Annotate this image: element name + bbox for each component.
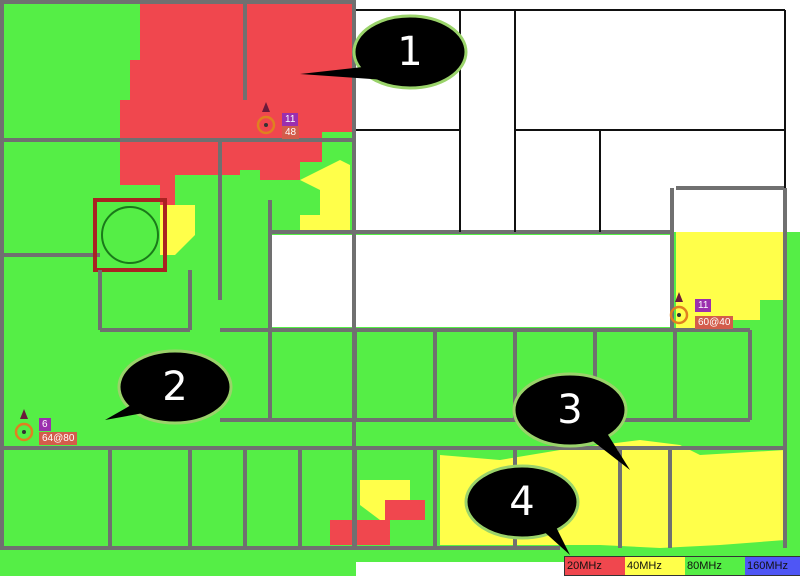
coverage-40mhz-area xyxy=(160,205,195,255)
ap-width-badge: 64@80 xyxy=(39,432,78,445)
ap-width-badge: 60@40 xyxy=(695,316,734,329)
coverage-20mhz-area xyxy=(385,500,425,520)
courtyard xyxy=(272,235,672,327)
ap-channel-badge: 11 xyxy=(282,113,299,126)
access-point-2 xyxy=(669,292,689,325)
legend-item-20mhz: 20MHz xyxy=(565,557,625,575)
ap-channel-badge: 11 xyxy=(695,299,712,312)
coverage-20mhz-area xyxy=(120,0,356,205)
callout-number: 3 xyxy=(557,387,583,433)
callout-bubble-1 xyxy=(300,14,468,90)
access-point-3 xyxy=(14,409,34,442)
coverage-20mhz-area xyxy=(330,520,390,545)
callout-bubble-3 xyxy=(512,372,630,470)
ap-width-badge: 48 xyxy=(282,126,300,139)
walls xyxy=(0,0,787,550)
coverage-40mhz-area xyxy=(300,160,350,232)
callout-bubble-2 xyxy=(105,349,233,425)
ap-channel-badge: 6 xyxy=(39,418,51,431)
building-outline xyxy=(356,9,786,232)
spiral-staircase xyxy=(101,206,159,264)
legend-item-80mhz: 80MHz xyxy=(685,557,745,575)
access-point-1 xyxy=(256,102,276,135)
legend-item-40mhz: 40MHz xyxy=(625,557,685,575)
callout-number: 2 xyxy=(162,364,188,410)
legend-item-160mhz: 160MHz xyxy=(745,557,800,575)
channel-width-legend: 20MHz 40MHz 80MHz 160MHz xyxy=(564,556,800,576)
callout-number: 4 xyxy=(509,479,535,525)
callout-bubble-4 xyxy=(464,464,580,555)
callout-number: 1 xyxy=(397,29,423,75)
